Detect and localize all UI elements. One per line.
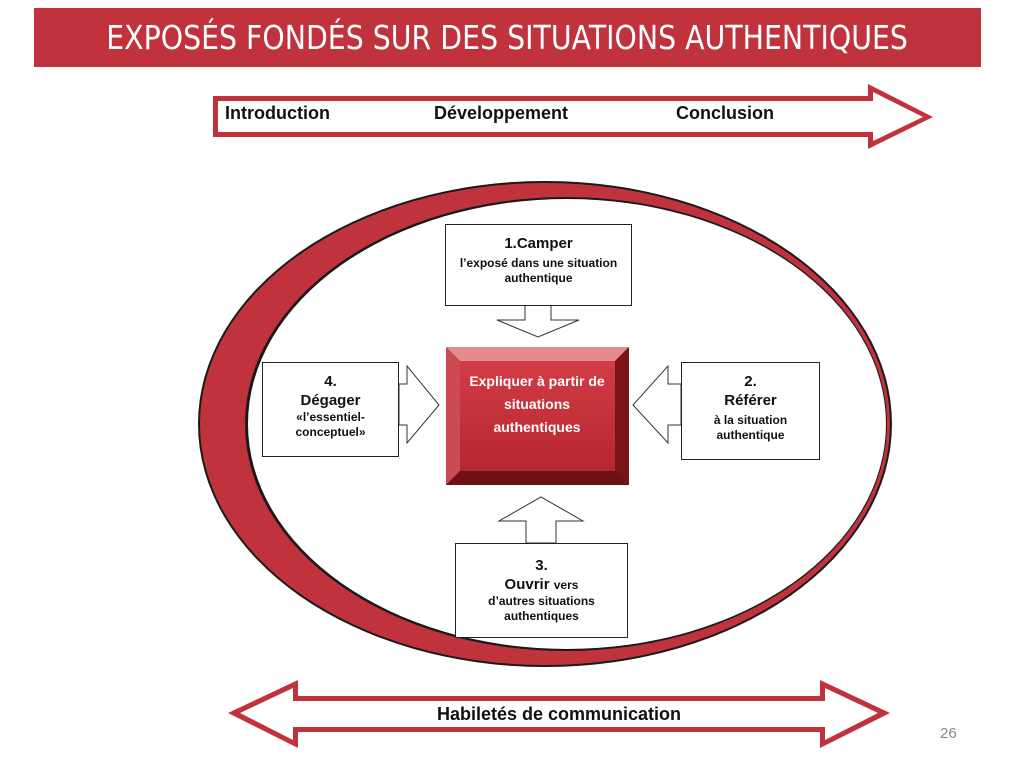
phase-arrow-inner (218, 92, 923, 141)
step-ouvrir-heading: Ouvrir (504, 576, 550, 593)
left-arrow (632, 364, 682, 445)
phase-conclusion: Conclusion (676, 103, 774, 123)
step-camper-box: 1.Camper l’exposé dans une situation aut… (445, 224, 632, 306)
step-degager-text: «l’essentiel-conceptuel» (295, 410, 366, 439)
step-ouvrir-box: 3. Ouvrir vers d’autres situations authe… (455, 543, 628, 638)
step-camper-heading: 1.Camper (504, 235, 573, 252)
bottom-label: Habiletés de communication (436, 704, 682, 724)
step-referer-text: à la situation authentique (713, 413, 788, 442)
bottom-double-arrow-inner (240, 688, 878, 740)
up-arrow (497, 496, 585, 544)
center-bevel-box (446, 347, 629, 485)
step-ouvrir-number: 3. (535, 557, 548, 574)
slide-title: EXPOSÉS FONDÉS SUR DES SITUATIONS AUTHEN… (106, 18, 909, 57)
step-degager-number: 4. (324, 373, 337, 390)
step-referer-number: 2. (744, 373, 757, 390)
phase-introduction: Introduction (225, 103, 330, 123)
step-ouvrir-inline: vers (553, 578, 579, 592)
down-arrow (496, 304, 580, 338)
phase-developpement: Développement (434, 103, 569, 123)
center-text: Expliquer à partir de situations authent… (469, 373, 605, 435)
step-degager-heading: Dégager (300, 392, 361, 409)
page-number: 26 (940, 725, 957, 742)
step-ouvrir-heading-line: Ouvrir vers (456, 575, 627, 594)
step-degager-box: 4. Dégager «l’essentiel-conceptuel» (262, 362, 399, 457)
step-camper-text: l’exposé dans une situation authentique (459, 256, 618, 285)
step-referer-heading: Référer (724, 392, 777, 409)
step-ouvrir-text: d’autres situations authentiques (488, 594, 595, 623)
title-bar: EXPOSÉS FONDÉS SUR DES SITUATIONS AUTHEN… (34, 8, 981, 67)
step-referer-box: 2. Référer à la situation authentique (681, 362, 820, 460)
right-arrow (398, 364, 440, 445)
